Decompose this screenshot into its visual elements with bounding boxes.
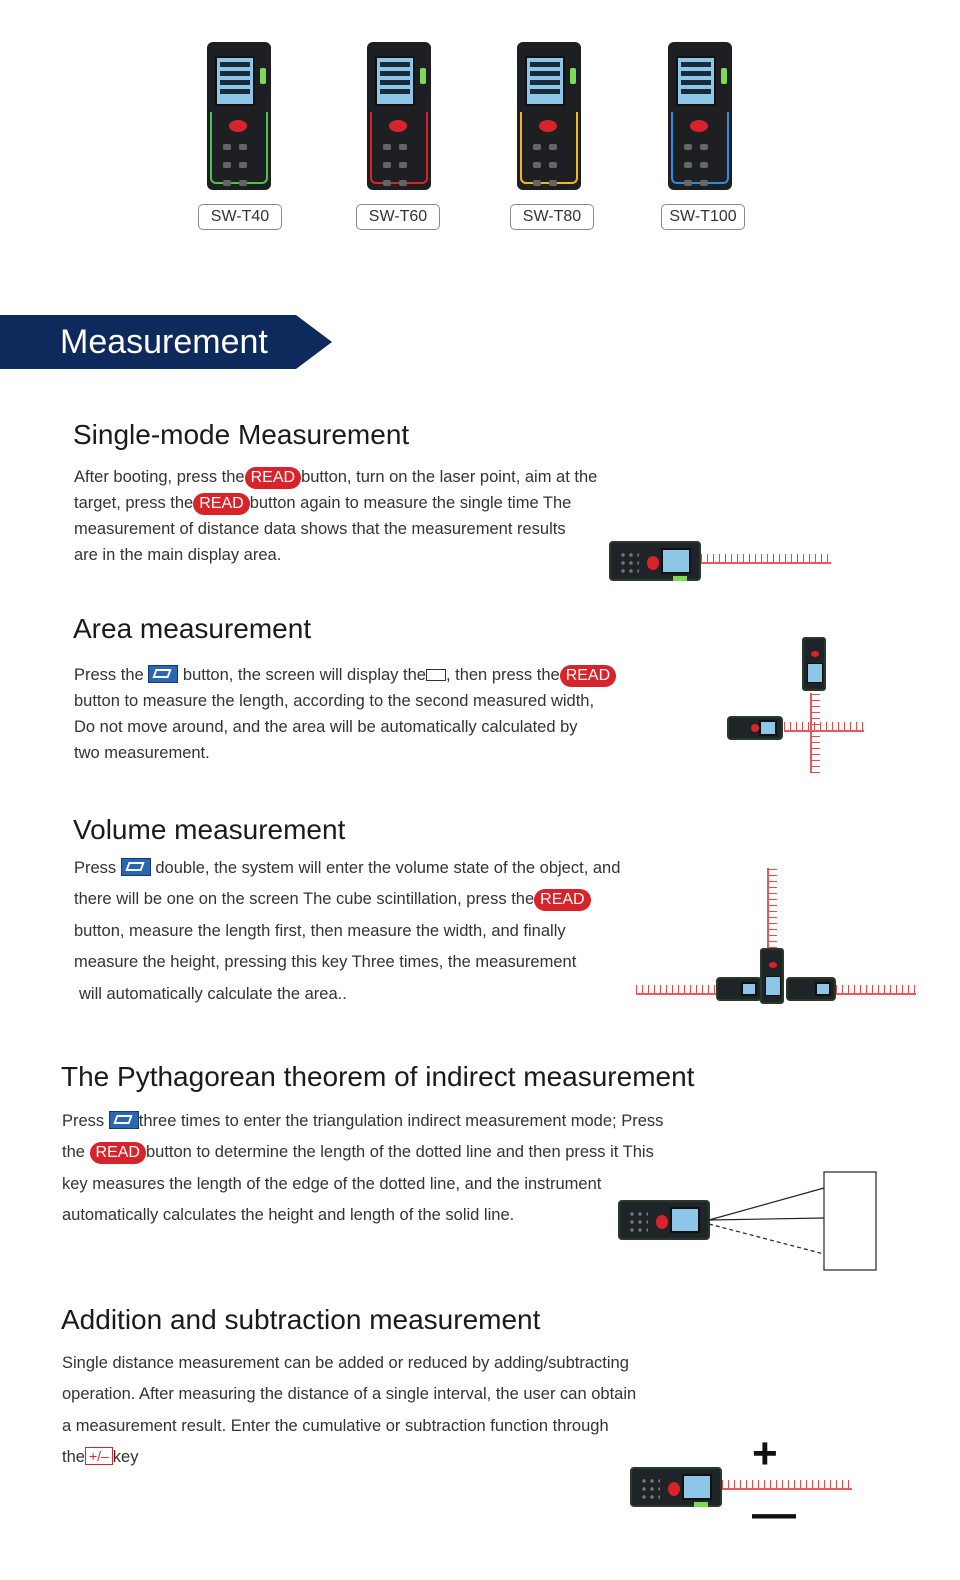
read-button-icon: READ <box>193 493 250 515</box>
volume-text-line: there will be one on the screen The cube… <box>74 888 591 911</box>
area-key-icon <box>148 665 179 683</box>
read-button-icon: READ <box>534 889 591 911</box>
section-title-addsub: Addition and subtraction measurement <box>61 1304 541 1335</box>
section-title-area: Area measurement <box>73 613 312 644</box>
area-text-line: button to measure the length, according … <box>74 692 595 710</box>
model-label: SW-T40 <box>198 204 282 230</box>
volume-text-line: button, measure the length first, then m… <box>74 922 566 940</box>
model-label: SW-T100 <box>661 204 745 230</box>
volume-text-line: measure the height, pressing this key Th… <box>74 953 577 971</box>
model-label: SW-T80 <box>510 204 594 230</box>
read-button-icon: READ <box>89 1142 146 1164</box>
section-title-pythagorean: The Pythagorean theorem of indirect meas… <box>61 1061 695 1092</box>
rectangle-icon <box>425 669 446 681</box>
area-text-line: Do not move around, and the area will be… <box>74 718 578 736</box>
area-text-line: two measurement. <box>74 744 210 762</box>
area-key-icon <box>120 858 151 876</box>
volume-text-line: will automatically calculate the area.. <box>79 985 347 1003</box>
area-text-line: Press the button, the screen will displa… <box>74 664 617 687</box>
read-button-icon: READ <box>244 467 302 489</box>
minus-icon: — <box>752 1489 796 1538</box>
device-image-sw-t100 <box>668 42 732 190</box>
device-image-sw-t60 <box>367 42 431 190</box>
volume-text-line: Press double, the system will enter the … <box>74 858 621 877</box>
triangulation-diagram <box>708 1171 877 1271</box>
pythagorean-text-line: Press three times to enter the triangula… <box>62 1111 664 1130</box>
addsub-text-line: a measurement result. Enter the cumulati… <box>62 1417 609 1435</box>
area-key-icon <box>108 1111 139 1129</box>
addsub-text-line: the+/–key <box>62 1447 139 1466</box>
section-title-volume: Volume measurement <box>73 814 346 845</box>
single-text-line: are in the main display area. <box>74 546 282 564</box>
device-image-sw-t80 <box>517 42 581 190</box>
section-banner <box>0 315 332 369</box>
model-label: SW-T60 <box>356 204 440 230</box>
read-button-icon: READ <box>559 665 617 687</box>
pythagorean-text-line: automatically calculates the height and … <box>62 1206 515 1224</box>
plus-minus-key-icon: +/– <box>84 1447 113 1465</box>
pythagorean-text-line: key measures the length of the edge of t… <box>62 1175 602 1193</box>
addsub-text-line: operation. After measuring the distance … <box>62 1385 637 1403</box>
addsub-text-line: Single distance measurement can be added… <box>62 1354 629 1372</box>
single-text-line: measurement of distance data shows that … <box>74 520 566 538</box>
plus-icon: + <box>752 1429 778 1478</box>
section-title-single: Single-mode Measurement <box>73 419 410 450</box>
device-image-sw-t40 <box>207 42 271 190</box>
banner-title: Measurement <box>60 323 268 361</box>
